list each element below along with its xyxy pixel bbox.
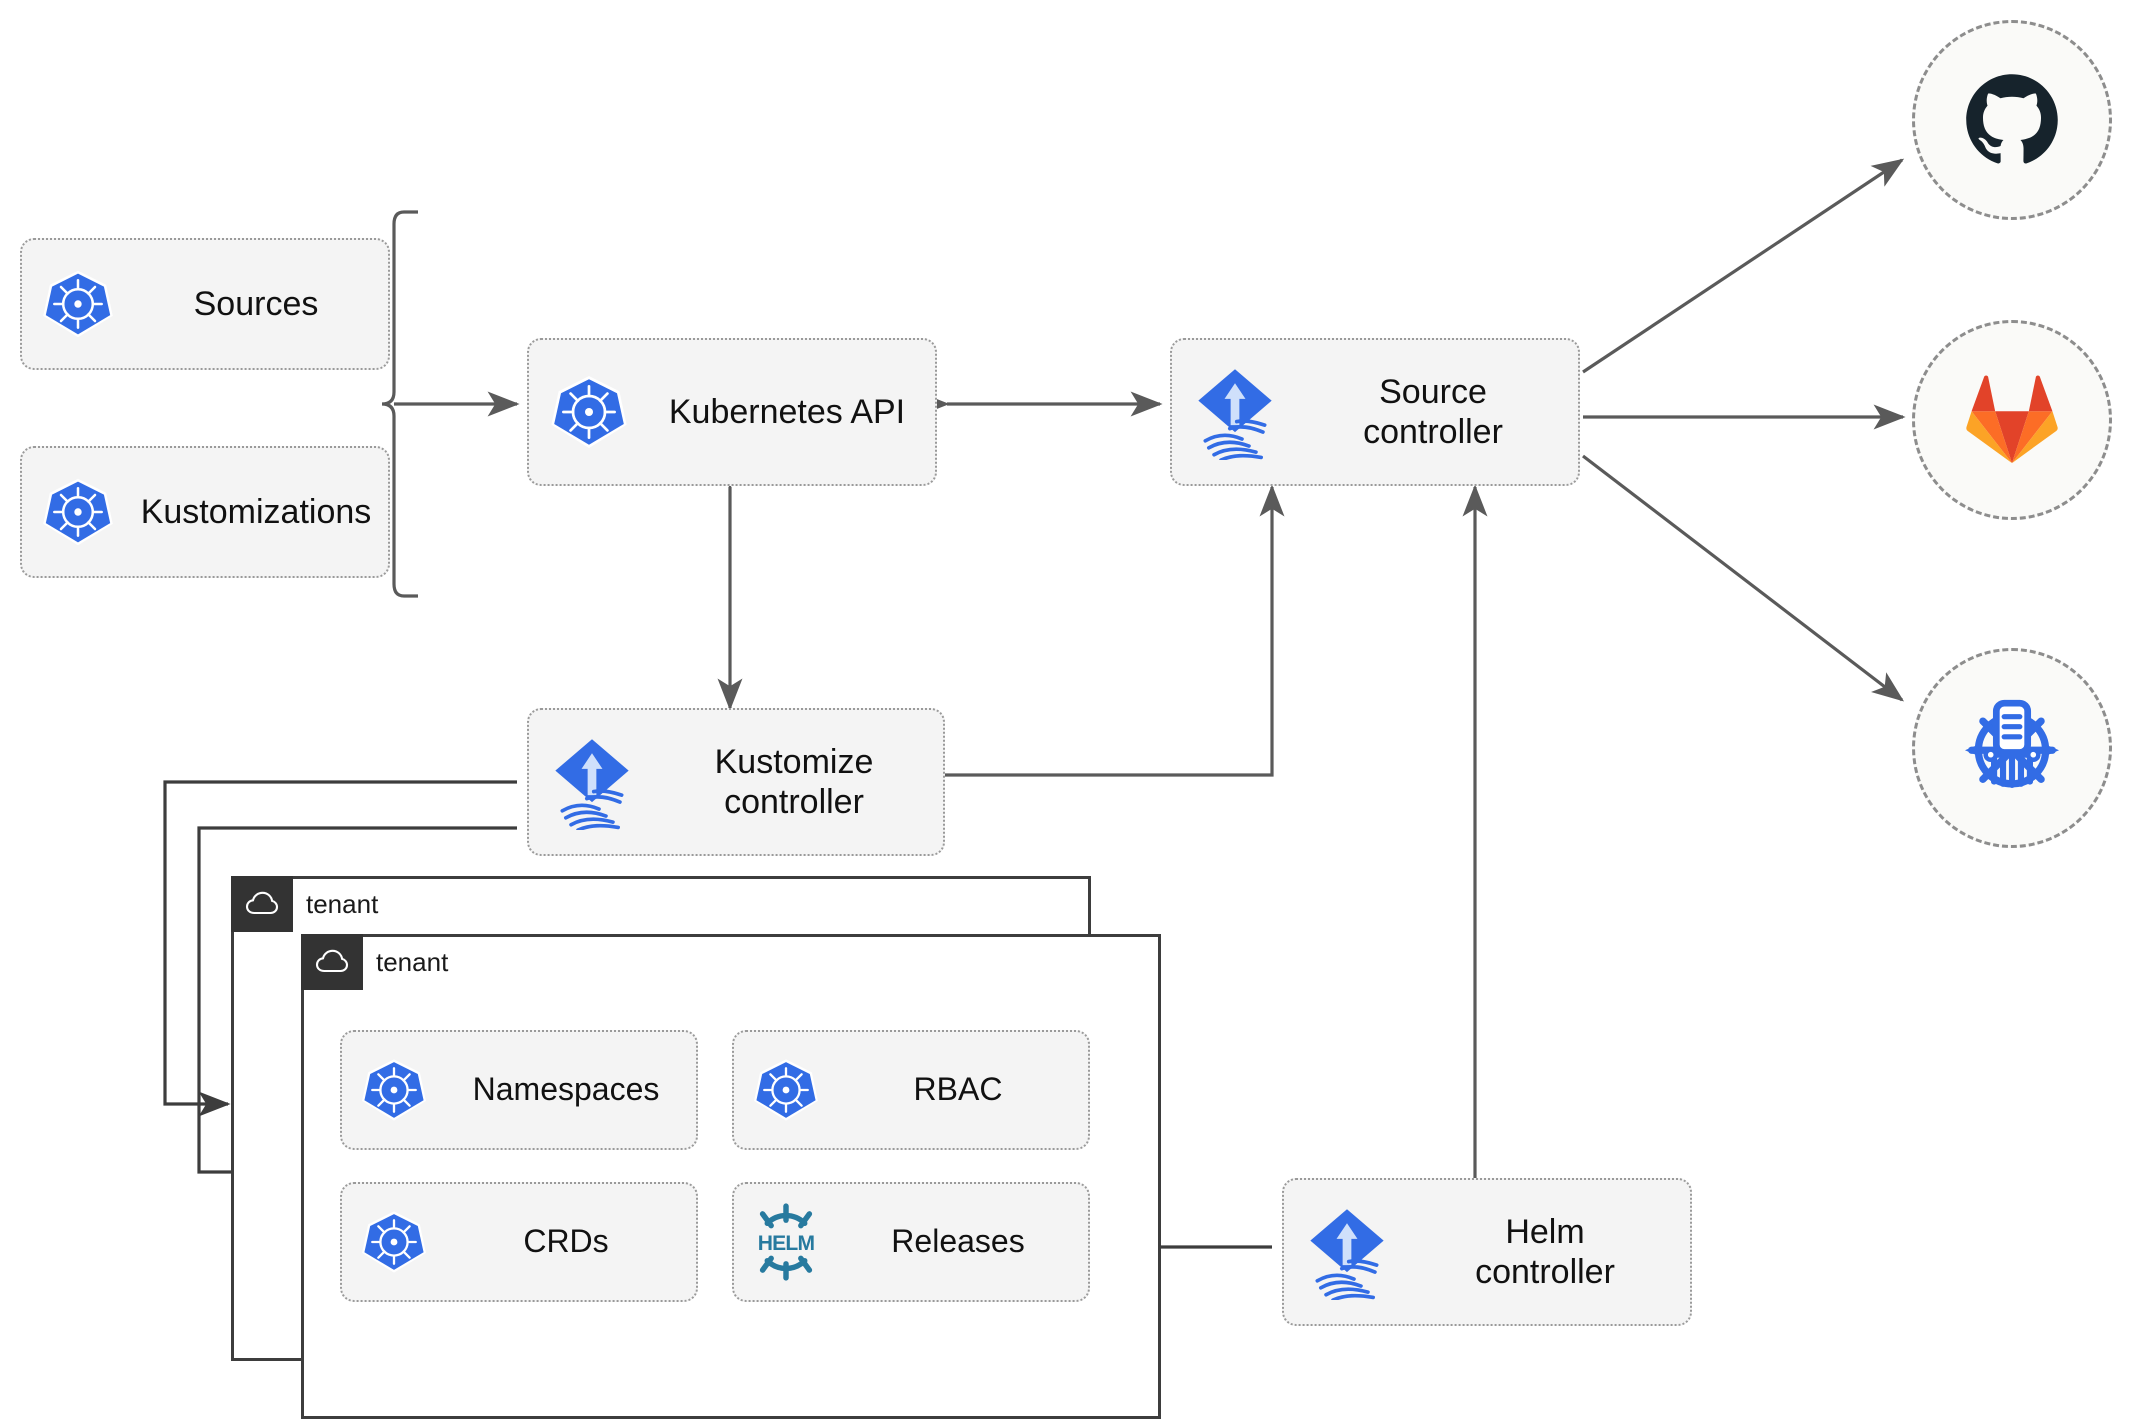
node-kustomize-controller-label: Kustomize controller	[714, 742, 874, 821]
gitlab-icon	[1966, 375, 2058, 464]
tenant-1-label: tenant	[306, 888, 379, 919]
node-kustomize-controller[interactable]: Kustomize controller	[527, 708, 945, 856]
edge-kustomize-to-source	[945, 484, 1285, 777]
node-source-controller-label: Source controller	[1363, 372, 1503, 451]
endpoint-gitlab[interactable]	[1912, 320, 2112, 520]
node-releases[interactable]: HELM Releases	[732, 1182, 1090, 1302]
node-helm-controller-label: Helm controller	[1475, 1212, 1615, 1291]
node-releases-label: Releases	[891, 1223, 1025, 1260]
edge-source-to-helm-repository	[1582, 454, 1905, 702]
node-sources-label: Sources	[193, 284, 319, 323]
tenant-container-2: tenant	[301, 934, 1161, 1419]
node-rbac[interactable]: RBAC	[732, 1030, 1090, 1150]
flux-icon	[1284, 1204, 1410, 1300]
node-helm-controller[interactable]: Helm controller	[1282, 1178, 1692, 1326]
tenant-1-tab	[231, 876, 293, 932]
node-kubernetes-api-label: Kubernetes API	[668, 392, 906, 431]
cloud-icon	[315, 949, 349, 973]
kubernetes-icon	[22, 267, 134, 341]
kubernetes-icon	[22, 475, 134, 549]
edge-source-to-github	[1582, 158, 1905, 374]
svg-text:HELM: HELM	[758, 1232, 815, 1255]
flux-icon	[1172, 364, 1298, 460]
node-kustomizations-label: Kustomizations	[140, 492, 372, 531]
node-namespaces-label: Namespaces	[472, 1071, 660, 1108]
tenant-2-label: tenant	[376, 946, 449, 977]
node-rbac-label: RBAC	[913, 1071, 1003, 1108]
kubernetes-icon	[342, 1056, 446, 1124]
node-kustomizations[interactable]: Kustomizations	[20, 446, 390, 578]
cloud-icon	[245, 891, 279, 915]
node-crds-label: CRDs	[523, 1223, 609, 1260]
github-icon	[1966, 74, 2058, 164]
tenant-2-tab	[301, 934, 363, 990]
node-sources[interactable]: Sources	[20, 238, 390, 370]
endpoint-helm-repository[interactable]	[1912, 648, 2112, 848]
node-namespaces[interactable]: Namespaces	[340, 1030, 698, 1150]
endpoint-github[interactable]	[1912, 20, 2112, 220]
flux-icon	[529, 734, 655, 830]
node-kubernetes-api[interactable]: Kubernetes API	[527, 338, 937, 486]
kubernetes-icon	[342, 1208, 446, 1276]
kubernetes-icon	[734, 1056, 838, 1124]
node-crds[interactable]: CRDs	[340, 1182, 698, 1302]
node-source-controller[interactable]: Source controller	[1170, 338, 1580, 486]
kubernetes-icon	[529, 372, 649, 452]
helm-icon: HELM	[734, 1203, 838, 1281]
helm-repository-icon	[1964, 699, 2060, 789]
